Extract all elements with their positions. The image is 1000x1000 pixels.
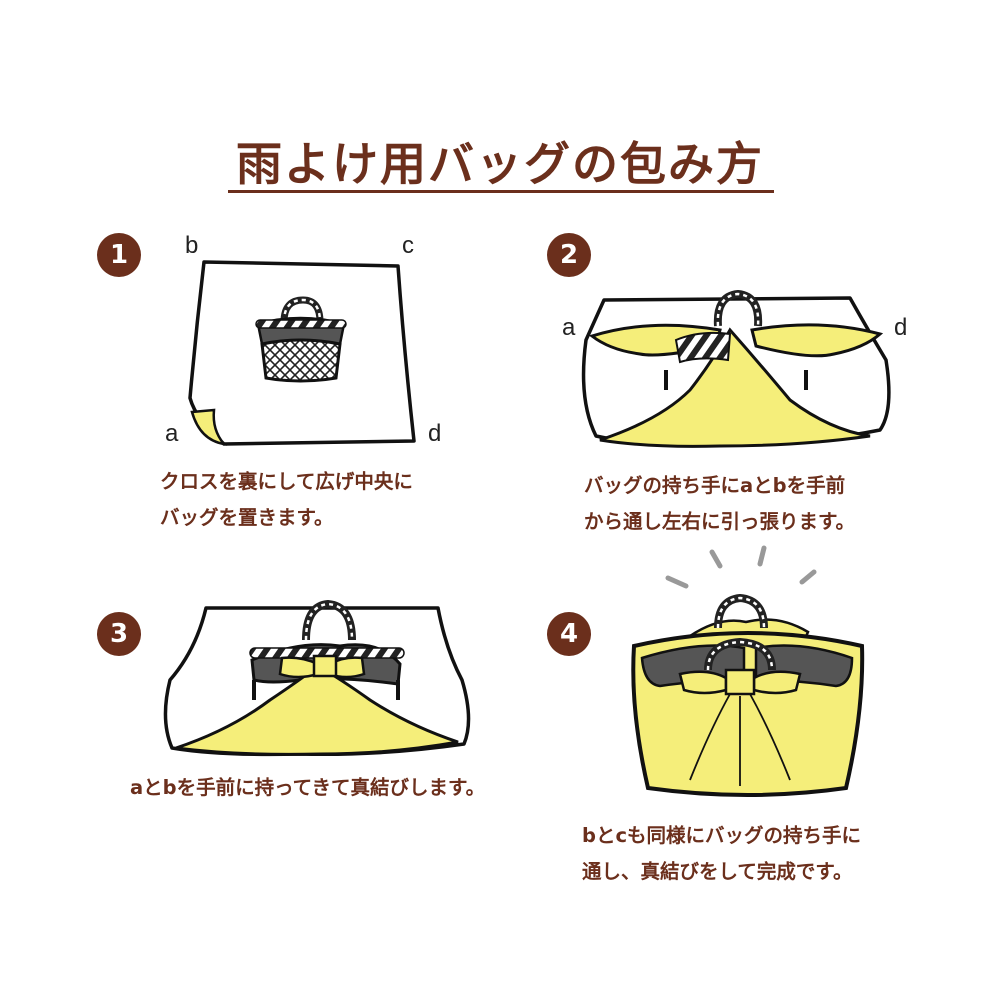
step-2-caption-line-1: バッグの持ち手にaとbを手前 (584, 474, 846, 497)
step-2-caption: バッグの持ち手にaとbを手前 から通し左右に引っ張ります。 (584, 468, 855, 540)
step-1-caption-line-1: クロスを裏にして広げ中央に (160, 470, 413, 493)
step1-corner-b: b (185, 232, 199, 259)
step-1-caption-line-2: バッグを置きます。 (160, 506, 334, 529)
step4-knot (724, 668, 756, 696)
step-3-number: 3 (97, 612, 141, 656)
step1-corner-d: d (428, 420, 442, 447)
sparkle-marks (665, 545, 817, 589)
step-3-caption-line-1: aとbを手前に持ってきて真結びします。 (130, 776, 486, 799)
step3-knot (312, 654, 338, 678)
basket-icon (255, 296, 347, 383)
step1-folded-corner (190, 408, 228, 446)
step2-bag-legs (664, 370, 808, 390)
step-4-caption-line-2: 通し、真結びをして完成です。 (582, 860, 853, 883)
step-2-caption-line-2: から通し左右に引っ張ります。 (584, 510, 856, 533)
step-1-number: 1 (97, 233, 141, 277)
step-3-caption: aとbを手前に持ってきて真結びします。 (130, 770, 485, 806)
step1-illustration (188, 260, 416, 446)
step2-corner-d: d (894, 314, 908, 341)
step-1-caption: クロスを裏にして広げ中央に バッグを置きます。 (160, 464, 413, 536)
step1-corner-a: a (165, 420, 179, 447)
step-2-number: 2 (547, 233, 591, 277)
step3-illustration (163, 599, 471, 757)
step-4-number: 4 (547, 612, 591, 656)
step3-cloth-yellow (175, 664, 459, 756)
step1-corner-c: c (402, 232, 414, 259)
step2-cloth-yellow-front (599, 327, 871, 448)
step-4-caption-line-1: bとcも同様にバッグの持ち手に (582, 824, 862, 847)
page-title: 雨よけ用バッグの包み方 (236, 137, 764, 191)
title-underline (228, 190, 774, 193)
step2-cloth-yellow-right (750, 323, 884, 358)
step2-illustration (581, 289, 891, 448)
step2-corner-a: a (562, 314, 576, 341)
step-4-caption: bとcも同様にバッグの持ち手に 通し、真結びをして完成です。 (582, 818, 861, 890)
step4-illustration (631, 545, 865, 797)
